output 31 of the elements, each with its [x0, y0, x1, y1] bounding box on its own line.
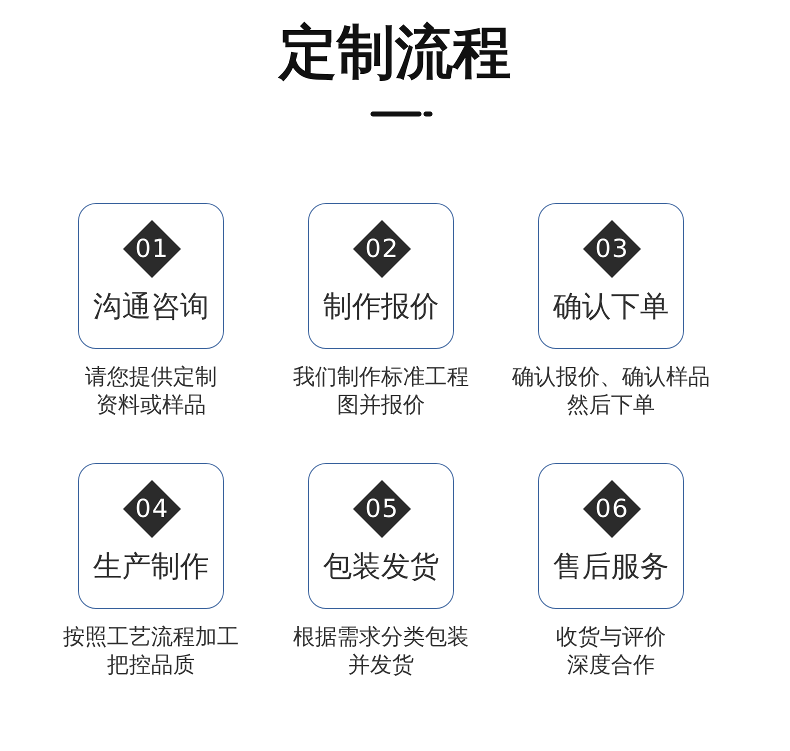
step-diamond — [123, 220, 181, 278]
step-diamond — [123, 480, 181, 538]
step-title: 售后服务 — [553, 548, 669, 584]
step-number: 02 — [365, 235, 399, 263]
step-card — [538, 463, 684, 609]
step-diamond — [583, 480, 641, 538]
step-diamond — [583, 220, 641, 278]
step-title: 包装发货 — [323, 548, 439, 584]
step-card — [78, 203, 224, 349]
step-number: 01 — [135, 235, 169, 263]
step-title: 沟通咨询 — [93, 288, 209, 324]
step-description: 按照工艺流程加工把控品质 — [62, 624, 240, 680]
step-card — [308, 203, 454, 349]
step-description: 我们制作标准工程图并报价 — [292, 364, 470, 420]
step-number: 03 — [595, 235, 629, 263]
step-number: 04 — [135, 495, 169, 523]
step-card — [308, 463, 454, 609]
step-description: 根据需求分类包装并发货 — [292, 624, 470, 680]
step-card — [78, 463, 224, 609]
step-description: 请您提供定制资料或样品 — [84, 364, 218, 420]
step-description: 收货与评价深度合作 — [555, 624, 667, 680]
step-card — [538, 203, 684, 349]
step-title: 生产制作 — [93, 548, 209, 584]
step-title: 确认下单 — [553, 288, 669, 324]
step-diamond — [353, 220, 411, 278]
step-number: 06 — [595, 495, 629, 523]
page-title: 定制流程 — [279, 17, 511, 88]
step-title: 制作报价 — [323, 288, 439, 324]
step-number: 05 — [365, 495, 399, 523]
step-description: 确认报价、确认样品然后下单 — [511, 364, 711, 420]
step-diamond — [353, 480, 411, 538]
